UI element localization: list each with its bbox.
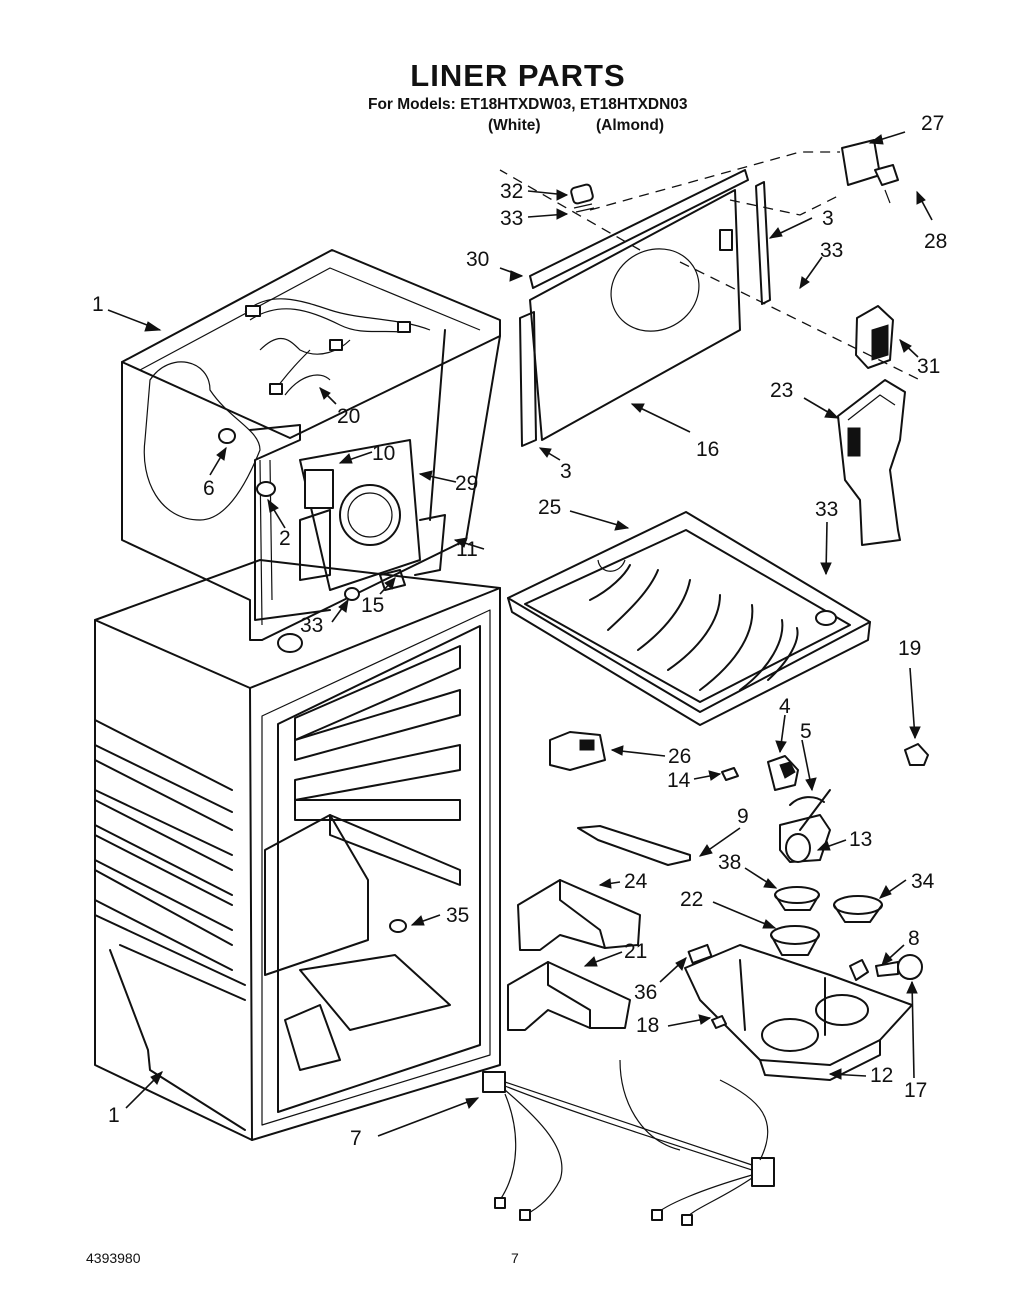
crisper-supports-24-21 — [507, 879, 641, 1031]
callout-3a: 3 — [822, 207, 834, 230]
callout-17: 17 — [904, 1079, 927, 1102]
callout-33a: 33 — [500, 207, 523, 230]
callout-23: 23 — [770, 379, 793, 402]
callout-30: 30 — [466, 248, 489, 271]
part-31 — [855, 305, 894, 369]
callout-33d: 33 — [300, 614, 323, 637]
callout-15: 15 — [361, 594, 384, 617]
callout-7: 7 — [350, 1127, 362, 1150]
callout-25: 25 — [538, 496, 561, 519]
callout-labels: 27 32 33 28 3 33 30 1 31 20 23 6 10 29 1… — [92, 112, 947, 1150]
callout-27: 27 — [921, 112, 944, 135]
callout-10: 10 — [372, 442, 395, 465]
light-housing-12 — [684, 943, 923, 1081]
bracket-assembly — [218, 428, 446, 601]
page-number: 7 — [511, 1250, 519, 1266]
callout-35: 35 — [446, 904, 469, 927]
callout-9: 9 — [737, 805, 749, 828]
assembly-lines — [499, 151, 921, 381]
document-number: 4393980 — [86, 1250, 141, 1266]
callout-19: 19 — [898, 637, 921, 660]
callout-29: 29 — [455, 472, 478, 495]
callout-2: 2 — [279, 527, 291, 550]
callout-38: 38 — [718, 851, 741, 874]
callout-33c: 33 — [815, 498, 838, 521]
page-title: LINER PARTS — [410, 58, 626, 93]
callout-32: 32 — [500, 180, 523, 203]
callout-12: 12 — [870, 1064, 893, 1087]
callout-6: 6 — [203, 477, 215, 500]
callout-26: 26 — [668, 745, 691, 768]
callout-34: 34 — [911, 870, 935, 893]
callout-8: 8 — [908, 927, 920, 950]
part-14 — [721, 767, 739, 781]
callout-28: 28 — [924, 230, 947, 253]
callout-18: 18 — [636, 1014, 659, 1037]
callout-24: 24 — [624, 870, 648, 893]
callout-22: 22 — [680, 888, 703, 911]
callout-3b: 3 — [560, 460, 572, 483]
wiring-harness-20 — [244, 298, 431, 396]
switch-plate-27 — [841, 139, 899, 204]
evaporator-cover-16 — [519, 169, 771, 447]
thermostat-assembly — [767, 755, 831, 863]
part-19 — [904, 743, 929, 766]
wiring-harness-7 — [482, 1059, 775, 1226]
callout-36: 36 — [634, 981, 657, 1004]
callout-14: 14 — [667, 769, 691, 792]
callout-1a: 1 — [92, 293, 104, 316]
callout-31: 31 — [917, 355, 940, 378]
air-duct-23 — [837, 379, 906, 546]
crisper-cover-25 — [507, 511, 871, 726]
main-liner-body — [94, 559, 501, 1141]
hardware-32-33 — [570, 183, 595, 213]
model-color-white: (White) — [488, 117, 541, 134]
model-color-almond: (Almond) — [596, 117, 665, 134]
part-26 — [549, 731, 606, 771]
callout-33b: 33 — [820, 239, 843, 262]
callout-16: 16 — [696, 438, 719, 461]
models-line: For Models: ET18HTXDW03, ET18HTXDN03 — [368, 96, 688, 113]
callout-5: 5 — [800, 720, 812, 743]
callout-4: 4 — [779, 695, 791, 718]
callout-13: 13 — [849, 828, 872, 851]
part-9 — [577, 825, 691, 866]
callout-1b: 1 — [108, 1104, 120, 1127]
callout-20: 20 — [337, 405, 360, 428]
callout-11: 11 — [456, 538, 478, 561]
callout-21: 21 — [624, 940, 647, 963]
leader-lines — [107, 131, 933, 1137]
upper-liner-section — [121, 249, 501, 641]
diffusers — [770, 886, 883, 956]
